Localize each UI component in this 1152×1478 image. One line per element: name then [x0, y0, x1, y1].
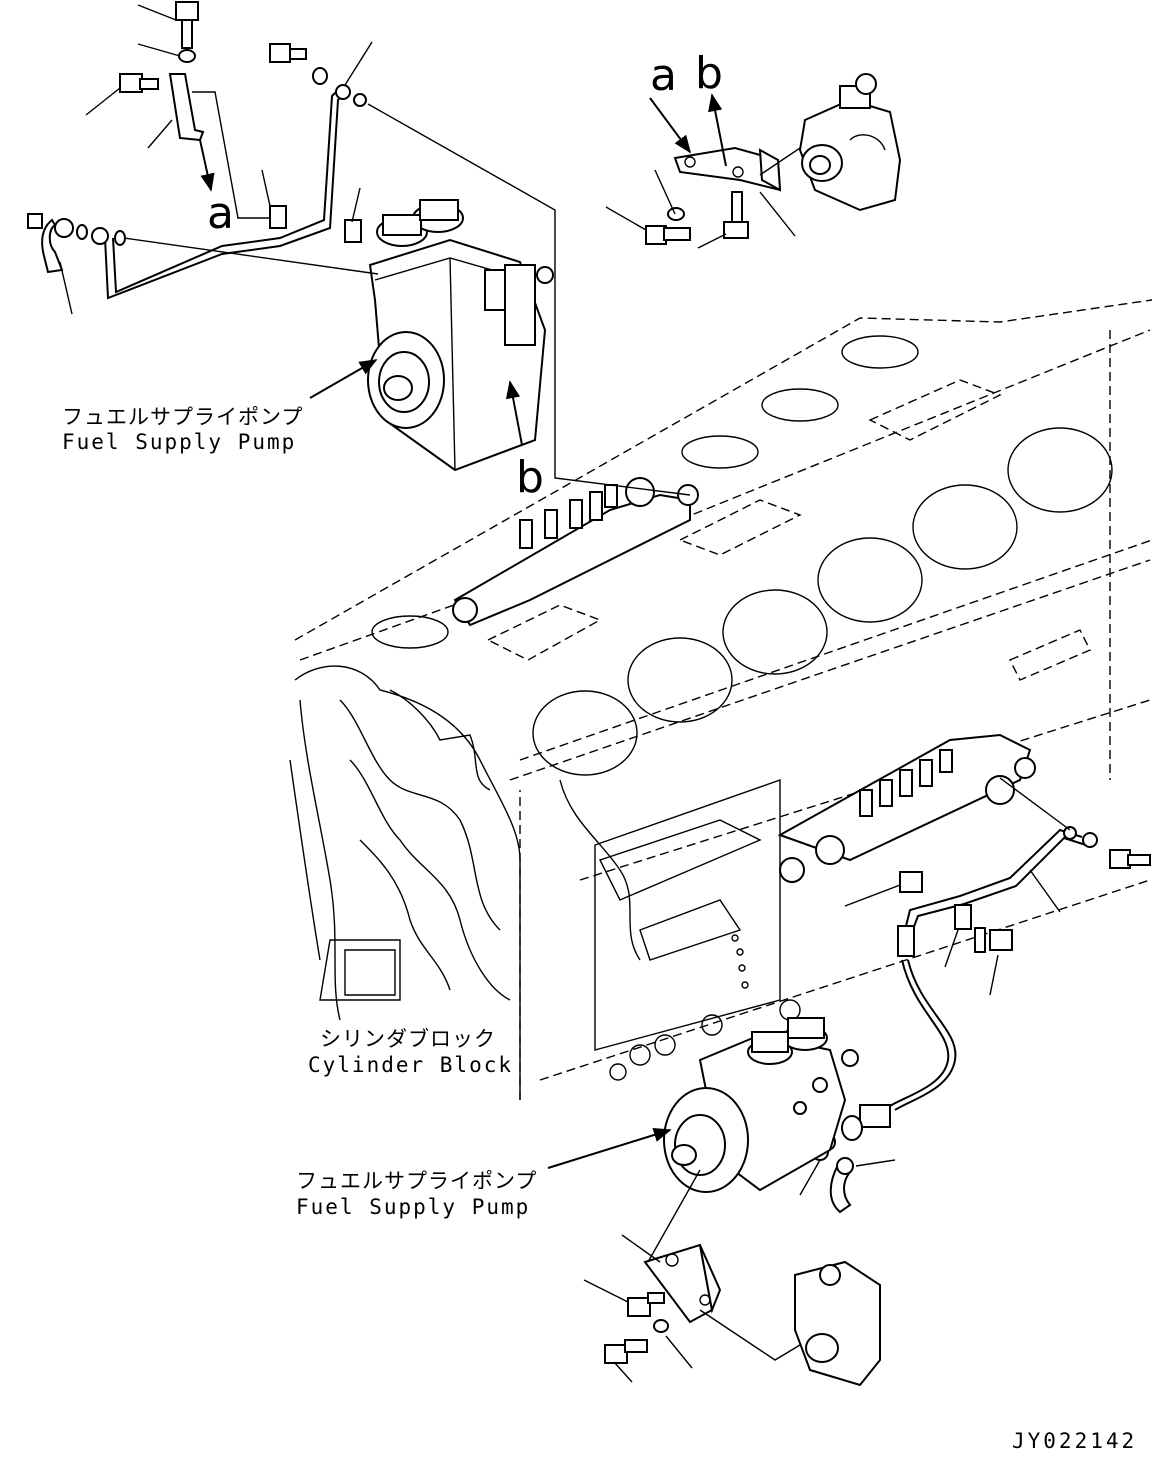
lower-bracket-assembly [604, 1243, 881, 1387]
upper-fuel-rail [452, 477, 699, 627]
upper-bracket-assembly [645, 73, 902, 245]
lower-fuel-supply-pump [663, 1017, 859, 1193]
reference-b-top: b [695, 48, 723, 99]
upper-fuel-pipe [104, 87, 346, 300]
lower-fuel-rail [777, 733, 1036, 883]
lower-pump-label-en: Fuel Supply Pump [296, 1195, 530, 1219]
upper-leader-lines [59, 4, 691, 496]
cylinder-block-label-jp: シリンダブロック [320, 1027, 496, 1051]
reference-a-top: a [650, 50, 677, 101]
upper-pump-label-jp: フュエルサプライポンプ [62, 405, 303, 429]
cylinder-block-label-en: Cylinder Block [308, 1053, 513, 1077]
upper-pump-label-en: Fuel Supply Pump [62, 430, 296, 454]
lower-bracket-leaders [547, 1127, 801, 1383]
upper-fuel-supply-pump [367, 199, 554, 472]
upper-bracket-leaders [605, 93, 796, 249]
upper-pipe-fittings [27, 1, 367, 274]
lower-pipe-fittings [811, 826, 1151, 1214]
reference-a-left: a [207, 188, 234, 239]
reference-b-pump: b [516, 452, 544, 503]
lower-pipe-leaders [799, 777, 1071, 1196]
labels: フュエルサプライポンプ Fuel Supply Pump フュエルサプライポンプ… [62, 48, 1137, 1453]
lower-pump-label-jp: フュエルサプライポンプ [296, 1169, 537, 1193]
drawing-code: JY022142 [1012, 1429, 1137, 1453]
